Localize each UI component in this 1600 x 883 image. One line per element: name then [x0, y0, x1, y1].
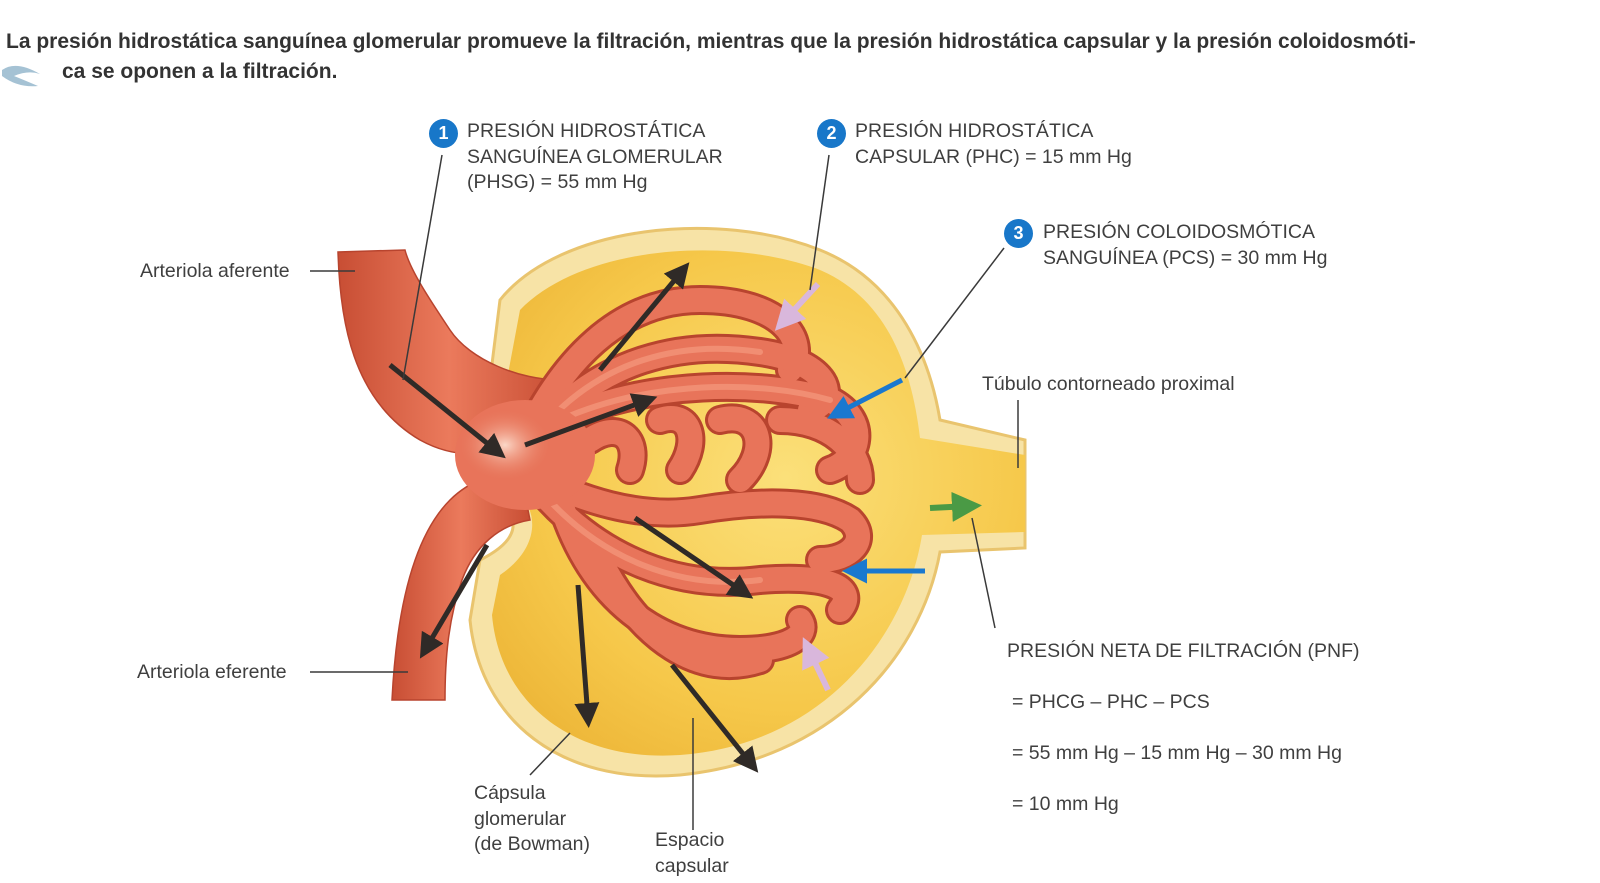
pressure-1-label: PRESIÓN HIDROSTÁTICA SANGUÍNEA GLOMERULA…	[467, 120, 723, 193]
flow-arrow-right	[633, 515, 754, 599]
glomerular-capsule-label: Cápsula glomerular (de Bowman)	[474, 782, 590, 855]
flow-arrows	[388, 262, 759, 773]
flow-arrow-efferent	[419, 543, 490, 659]
leader-lines	[310, 154, 1019, 830]
capsular-space-label: Espacio capsular	[655, 829, 729, 877]
net-filtration-result: = 10 mm Hg	[1012, 792, 1119, 815]
pressure-3-badge: 3	[1004, 219, 1033, 248]
flow-arrow-capsule-out	[670, 663, 759, 773]
net-filtration-block: PRESIÓN NETA DE FILTRACIÓN (PNF) = PHCG …	[1007, 613, 1359, 843]
proximal-tubule-label: Túbulo contorneado proximal	[982, 373, 1235, 395]
pcs-arrow-top	[827, 377, 904, 419]
phc-arrow-bottom	[802, 637, 831, 692]
net-filtration-title: PRESIÓN NETA DE FILTRACIÓN (PNF)	[1007, 639, 1360, 662]
pressure-3-label: PRESIÓN COLOIDOSMÓTICA SANGUÍNEA (PCS) =…	[1043, 221, 1328, 269]
leader-capsule	[529, 732, 571, 776]
flow-arrow-in	[388, 363, 506, 459]
pressure-1-badge: 1	[429, 119, 458, 148]
wave-icon	[2, 65, 40, 87]
flow-arrow-up	[524, 393, 658, 448]
efferent-arteriole-label: Arteriola eferente	[137, 661, 287, 683]
net-filtration-formula: = PHCG – PHC – PCS	[1012, 690, 1210, 713]
net-filtration-substitution: = 55 mm Hg – 15 mm Hg – 30 mm Hg	[1012, 741, 1342, 764]
leader-phsg	[402, 154, 443, 381]
figure-caption: La presión hidrostática sanguínea glomer…	[6, 27, 1596, 87]
flow-arrow-top	[598, 262, 690, 372]
leader-phc	[809, 154, 830, 291]
leader-pnf	[971, 517, 996, 629]
pressure-2-label: PRESIÓN HIDROSTÁTICA CAPSULAR (PHC) = 15…	[855, 120, 1132, 168]
pressure-2-badge: 2	[817, 119, 846, 148]
phc-arrow-top	[774, 281, 821, 331]
hilum-highlight	[460, 410, 550, 480]
afferent-arteriole-label: Arteriola aferente	[140, 260, 290, 282]
glomerular-capillaries	[505, 284, 875, 680]
leader-pcs	[904, 247, 1005, 379]
net-filtration-arrow	[929, 491, 982, 522]
caption-line-2: ca se oponen a la filtración.	[62, 60, 338, 83]
flow-arrow-down	[574, 584, 600, 728]
caption-line-1: La presión hidrostática sanguínea glomer…	[6, 30, 1416, 53]
